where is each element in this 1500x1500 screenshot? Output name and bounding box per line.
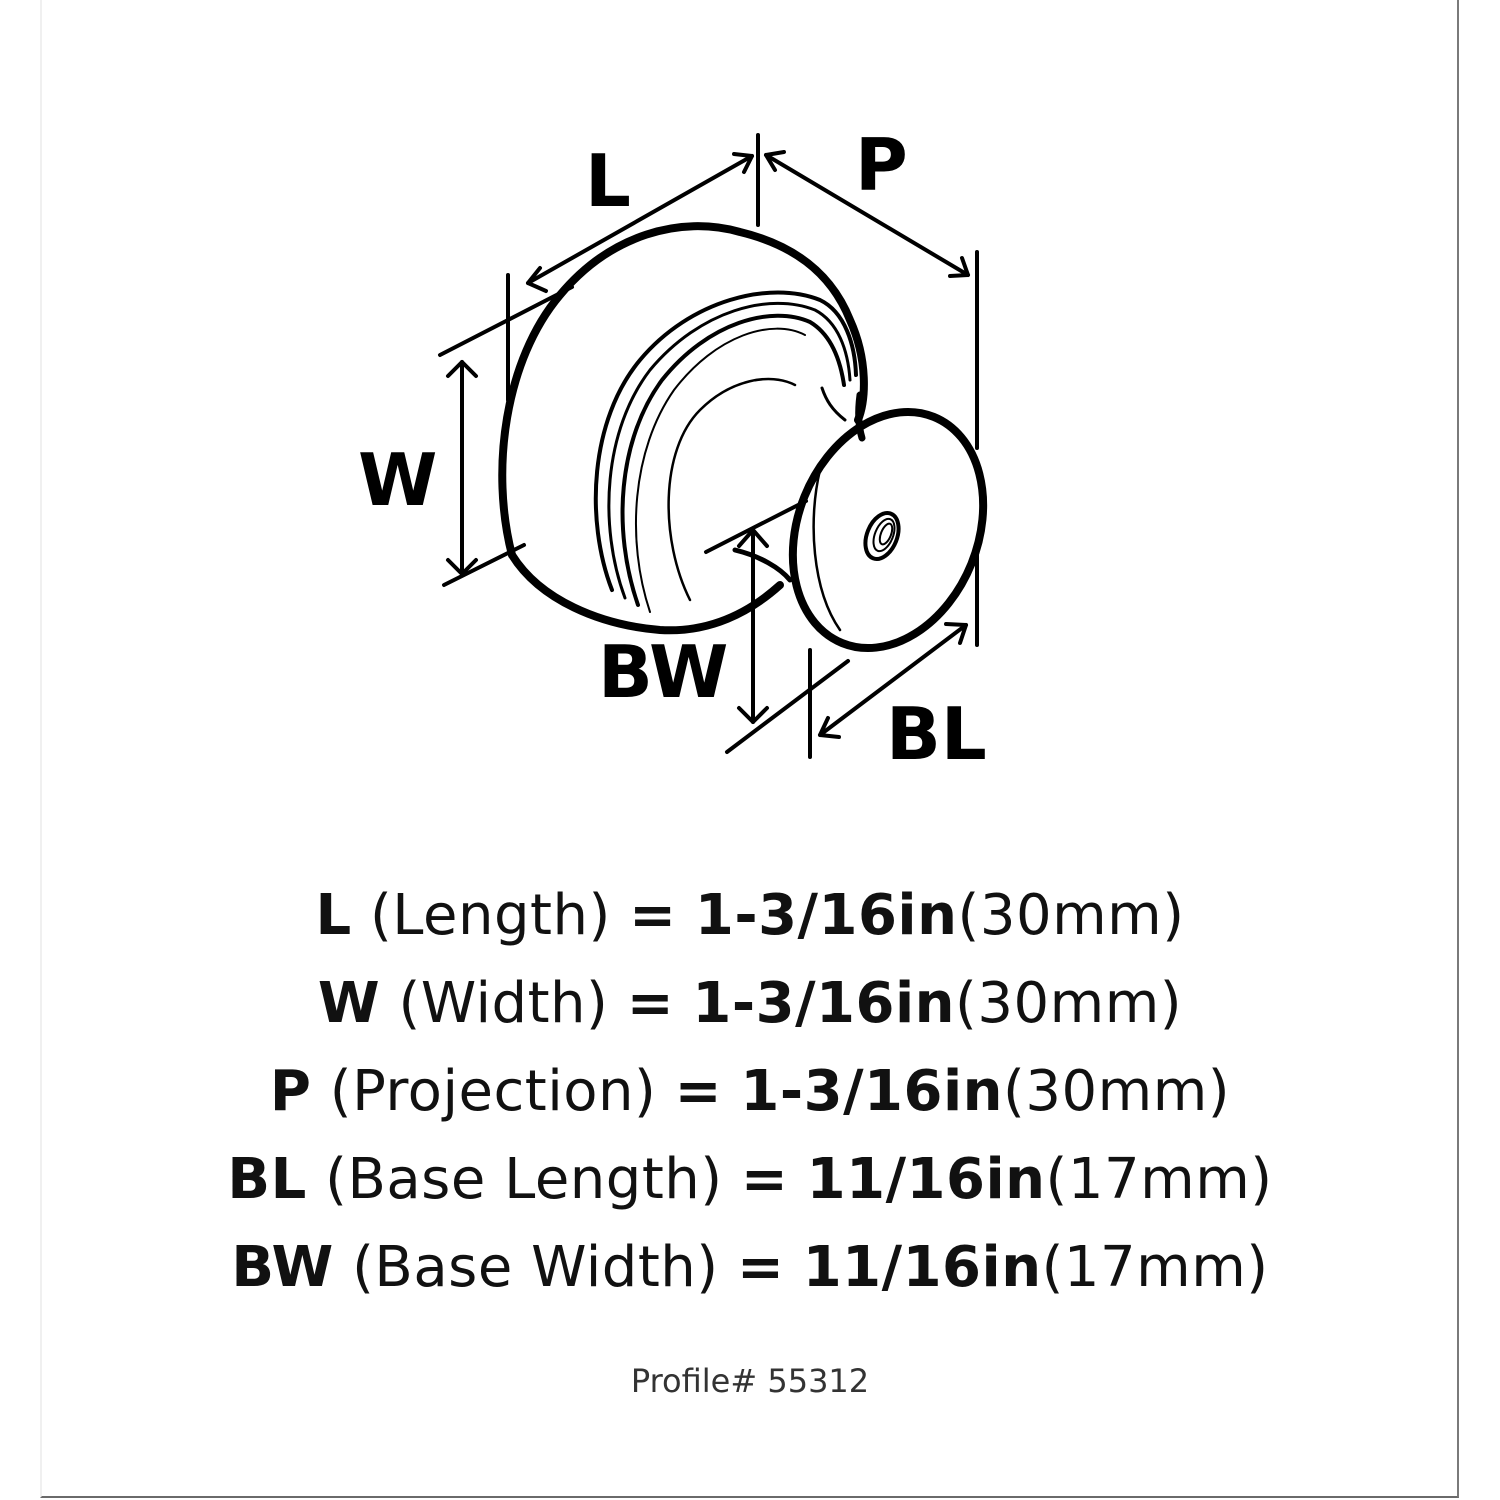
spec-line-projection: P (Projection) = 1-3/16in(30mm): [0, 1048, 1500, 1136]
spec-code: BW: [231, 1235, 334, 1300]
spec-line-width: W (Width) = 1-3/16in(30mm): [0, 960, 1500, 1048]
spec-imperial: 11/16in: [802, 1235, 1042, 1300]
label-l: L: [585, 139, 631, 223]
spec-line-base-length: BL (Base Length) = 11/16in(17mm): [0, 1136, 1500, 1224]
spec-name: (Projection): [329, 1059, 657, 1124]
knob-drawing: L P W BW BL: [358, 123, 988, 776]
spec-imperial: 11/16in: [806, 1147, 1046, 1212]
spec-name: (Base Length): [325, 1147, 723, 1212]
dimension-specs: L (Length) = 1-3/16in(30mm) W (Width) = …: [0, 872, 1500, 1312]
spec-name: (Length): [369, 883, 611, 948]
spec-metric: (30mm): [1003, 1059, 1231, 1124]
knob-base-disk: [788, 407, 988, 653]
spec-line-length: L (Length) = 1-3/16in(30mm): [0, 872, 1500, 960]
label-p: P: [855, 123, 908, 207]
spec-metric: (17mm): [1045, 1147, 1273, 1212]
spec-code: W: [317, 971, 381, 1036]
knob-diagram: L P W BW BL: [358, 123, 988, 776]
knob-head-outline: [498, 222, 868, 559]
threaded-hole-icon: [863, 511, 901, 561]
spec-imperial: 1-3/16in: [692, 971, 956, 1036]
spec-equals: =: [629, 883, 677, 948]
spec-imperial: 1-3/16in: [740, 1059, 1004, 1124]
spec-metric: (30mm): [955, 971, 1183, 1036]
p-dimension-line: [764, 153, 970, 277]
spec-equals: =: [736, 1235, 785, 1300]
spec-equals: =: [740, 1147, 789, 1212]
l-dimension-line: [526, 154, 754, 285]
spec-equals: =: [626, 971, 675, 1036]
spec-code: L: [315, 883, 352, 948]
spec-equals: =: [674, 1059, 723, 1124]
spec-name: (Base Width): [352, 1235, 719, 1300]
spec-line-base-width: BW (Base Width) = 11/16in(17mm): [0, 1224, 1500, 1312]
knob-head-lower-outline: [508, 551, 784, 635]
spec-code: BL: [227, 1147, 307, 1212]
spec-code: P: [269, 1059, 312, 1124]
spec-imperial: 1-3/16in: [694, 883, 958, 948]
label-bw: BW: [598, 630, 728, 714]
image-frame: [40, 0, 1459, 1498]
profile-number: Profile# 55312: [630, 1362, 870, 1400]
spec-name: (Width): [398, 971, 609, 1036]
label-bl: BL: [886, 692, 987, 776]
spec-metric: (17mm): [1041, 1235, 1269, 1300]
spec-metric: (30mm): [957, 883, 1185, 948]
bl-dimension-line: [818, 623, 968, 737]
label-w: W: [358, 438, 437, 522]
